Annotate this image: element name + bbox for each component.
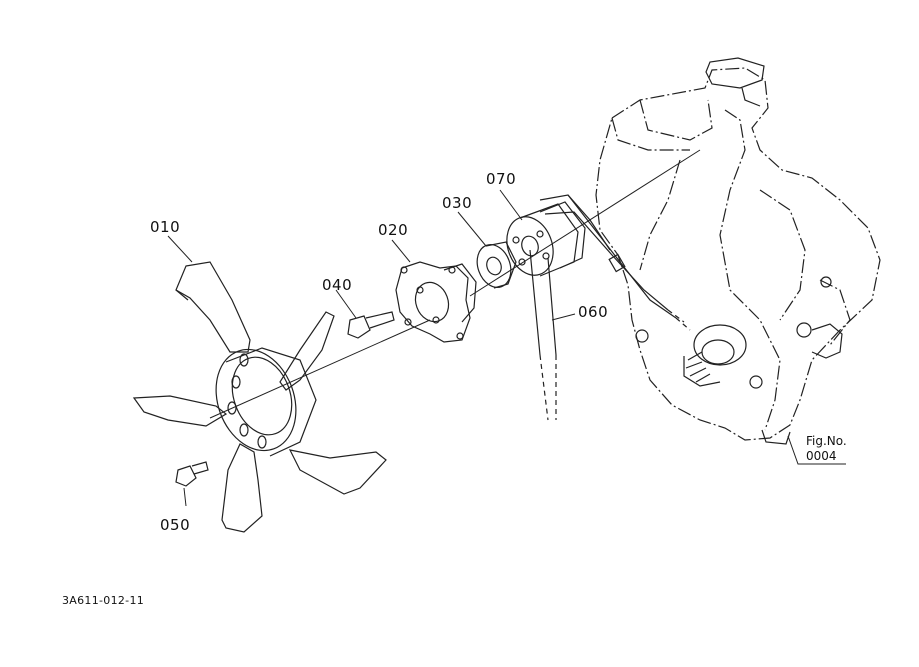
figure-reference: Fig.No. 0004: [806, 434, 847, 464]
center-axis: [210, 150, 700, 418]
engine-details: [636, 58, 842, 444]
fan-drive-flange: [396, 262, 476, 342]
drawing-code: 3A611-012-11: [62, 594, 145, 607]
label-part-050: 050: [160, 516, 191, 534]
leader-lines: [168, 190, 846, 506]
small-bolt: [176, 462, 208, 486]
fan-belt: [530, 195, 690, 420]
pump-pulley: [499, 202, 585, 282]
label-part-010: 010: [150, 218, 181, 236]
fan-bolt: [348, 312, 394, 338]
label-part-060: 060: [578, 303, 609, 321]
cooling-fan: [134, 262, 386, 532]
label-part-070: 070: [486, 170, 517, 188]
label-part-040: 040: [322, 276, 353, 294]
figure-reference-number: 0004: [806, 449, 837, 463]
figure-reference-label: Fig.No.: [806, 434, 847, 448]
label-part-020: 020: [378, 221, 409, 239]
engine-block: [596, 68, 880, 440]
hub-spacer: [471, 240, 516, 292]
label-part-030: 030: [442, 194, 473, 212]
